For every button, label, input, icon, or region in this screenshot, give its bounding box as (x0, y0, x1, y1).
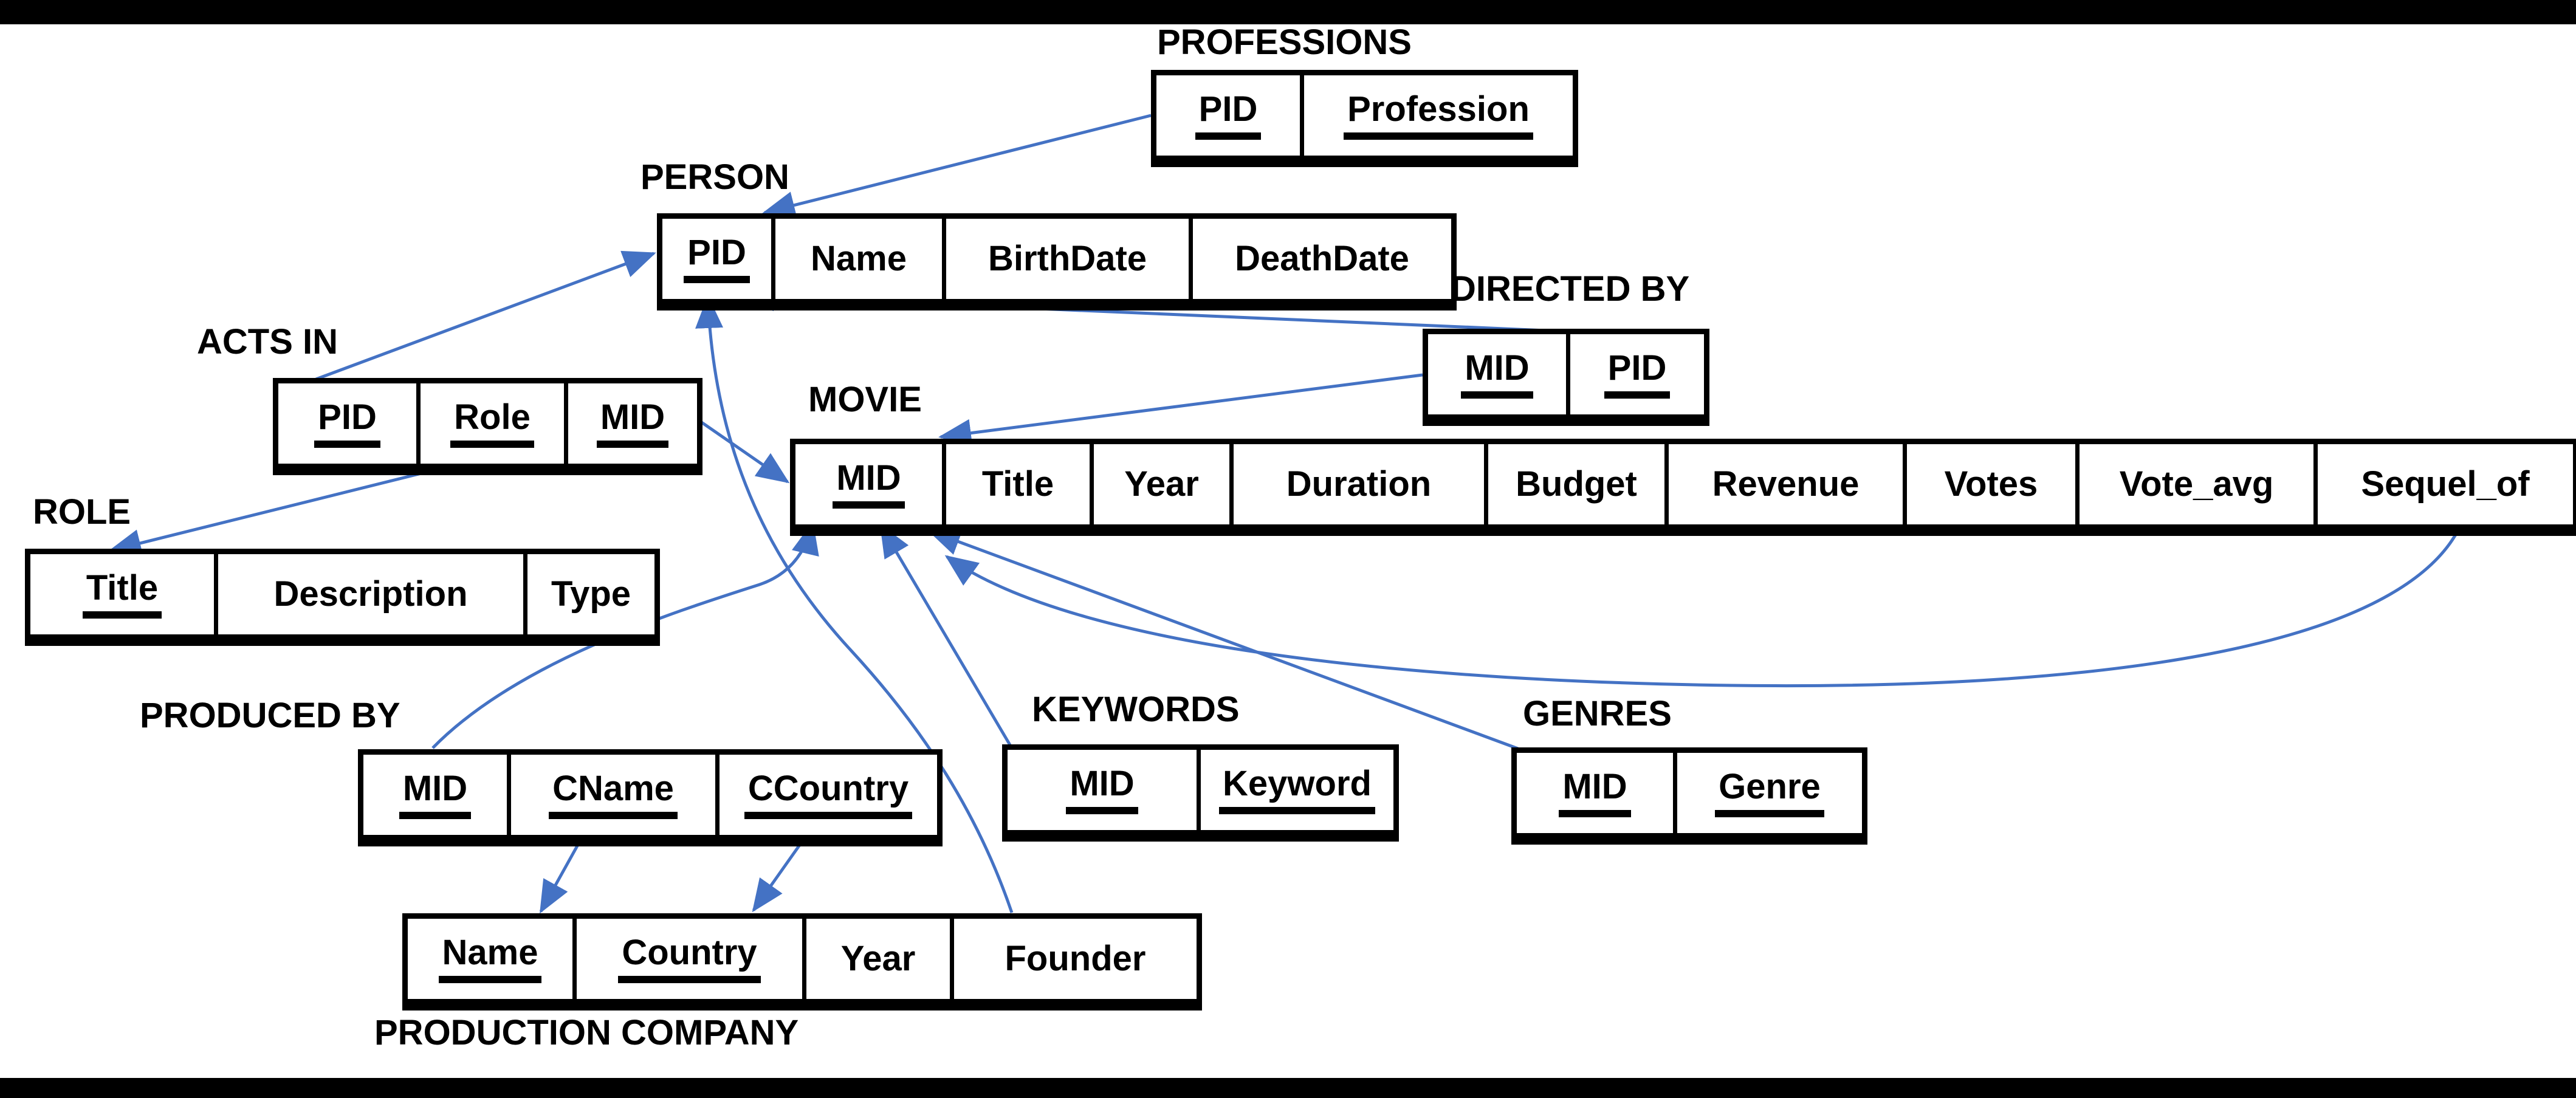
column-production-company-country: Country (572, 919, 802, 999)
column-acts-in-pid: PID (278, 383, 416, 464)
attribute-name-primary-key: PID (684, 235, 750, 283)
attribute-name: Year (840, 939, 916, 978)
column-person-deathdate: DeathDate (1189, 219, 1451, 299)
column-movie-budget: Budget (1484, 444, 1664, 524)
top-letterbox-bar (0, 0, 2576, 24)
column-professions-pid: PID (1156, 75, 1300, 156)
column-produced-by-mid: MID (363, 755, 507, 835)
column-movie-votes: Votes (1903, 444, 2075, 524)
edge-produced-by-mid-to-movie-mid (431, 521, 819, 749)
attribute-name-primary-key: PID (1195, 91, 1262, 140)
column-movie-duration: Duration (1229, 444, 1484, 524)
attribute-name: Year (1124, 464, 1199, 504)
attribute-name: Duration (1286, 464, 1432, 504)
column-genres-mid: MID (1517, 753, 1673, 833)
attribute-name-primary-key: MID (399, 770, 472, 819)
column-person-birthdate: BirthDate (942, 219, 1189, 299)
edge-production-company-founder-to-person-pid (695, 295, 1014, 913)
column-keywords-keyword: Keyword (1197, 750, 1393, 830)
edge-genres-mid-to-movie-mid (927, 528, 1519, 750)
attribute-name: Founder (1005, 939, 1146, 978)
attribute-name-primary-key: MID (1066, 766, 1138, 814)
table-label-production-company: PRODUCTION COMPANY (374, 1013, 799, 1052)
edge-keywords-mid-to-movie-mid (879, 524, 1012, 746)
column-production-company-year: Year (802, 919, 950, 999)
attribute-name-primary-key: Role (450, 399, 534, 448)
column-movie-sequel-of: Sequel_of (2313, 444, 2573, 524)
attribute-name-primary-key: Genre (1715, 769, 1824, 817)
table-movie: MID Title Year Duration Budget Revenue Votes Vo… (790, 439, 2576, 536)
attribute-name-primary-key: MID (596, 399, 669, 448)
edge-acts-in-mid-to-movie-mid (692, 414, 790, 484)
column-production-company-founder: Founder (950, 919, 1197, 999)
column-directed-by-pid: PID (1566, 334, 1704, 414)
edge-acts-in-pid-to-person-pid (315, 250, 656, 381)
attribute-name: Sequel_of (2361, 464, 2530, 504)
table-label-produced-by: PRODUCED BY (140, 696, 400, 735)
column-genres-genre: Genre (1673, 753, 1862, 833)
table-person: PID Name BirthDate DeathDate (657, 213, 1457, 311)
attribute-name: Revenue (1712, 464, 1860, 504)
attribute-name: Name (811, 239, 907, 278)
column-movie-vote-avg: Vote_avg (2075, 444, 2313, 524)
attribute-name-primary-key: Country (618, 935, 761, 983)
attribute-name: Title (981, 464, 1054, 504)
column-movie-mid: MID (795, 444, 942, 524)
column-movie-revenue: Revenue (1664, 444, 1903, 524)
attribute-name: DeathDate (1235, 239, 1409, 278)
attribute-name-primary-key: PID (1604, 350, 1671, 399)
column-movie-title: Title (942, 444, 1090, 524)
column-directed-by-mid: MID (1428, 334, 1566, 414)
table-produced-by: MID CName CCountry (358, 749, 943, 846)
attribute-name-primary-key: Keyword (1219, 766, 1375, 814)
table-label-directed-by: DIRECTED BY (1451, 269, 1690, 309)
table-label-person: PERSON (641, 157, 789, 197)
column-movie-year: Year (1090, 444, 1229, 524)
table-acts-in: PID Role MID (273, 378, 702, 475)
column-production-company-name: Name (408, 919, 572, 999)
table-production-company: Name Country Year Founder (402, 913, 1202, 1011)
table-label-professions: PROFESSIONS (1157, 22, 1412, 62)
attribute-name-primary-key: MID (1461, 350, 1533, 399)
table-label-acts-in: ACTS IN (197, 322, 338, 362)
attribute-name-primary-key: Name (438, 935, 542, 983)
table-label-role: ROLE (33, 492, 131, 532)
table-professions: PID Profession (1151, 70, 1578, 167)
attribute-name-primary-key: CName (549, 770, 678, 819)
column-professions-profession: Profession (1300, 75, 1573, 156)
column-role-type: Type (523, 554, 654, 634)
attribute-name-primary-key: MID (1559, 769, 1631, 817)
table-label-keywords: KEYWORDS (1032, 690, 1240, 729)
attribute-name-primary-key: CCountry (744, 770, 913, 819)
table-label-genres: GENRES (1523, 694, 1672, 733)
column-acts-in-role: Role (416, 383, 564, 464)
edge-professions-pid-to-person-pid (762, 114, 1152, 219)
bottom-letterbox-bar (0, 1078, 2576, 1098)
attribute-name: Vote_avg (2119, 464, 2274, 504)
column-produced-by-ccountry: CCountry (715, 755, 937, 835)
attribute-name-primary-key: Profession (1344, 91, 1533, 140)
table-label-movie: MOVIE (808, 380, 922, 419)
attribute-name-primary-key: MID (833, 460, 905, 509)
column-produced-by-cname: CName (507, 755, 715, 835)
attribute-name: BirthDate (987, 239, 1147, 278)
edge-movie-sequel-of-to-movie-mid (944, 520, 2465, 688)
table-genres: MID Genre (1511, 747, 1867, 845)
column-acts-in-mid: MID (564, 383, 697, 464)
attribute-name: Description (273, 574, 468, 614)
attribute-name: Type (551, 574, 631, 614)
table-role: Title Description Type (25, 549, 660, 646)
column-role-title: Title (30, 554, 214, 634)
attribute-name-primary-key: Title (82, 570, 162, 619)
column-person-name: Name (771, 219, 942, 299)
column-person-pid: PID (662, 219, 771, 299)
attribute-name-primary-key: PID (314, 399, 380, 448)
attribute-name: Votes (1944, 464, 2038, 504)
edge-directed-by-mid-to-movie-mid (938, 373, 1423, 447)
column-role-description: Description (214, 554, 523, 634)
table-keywords: MID Keyword (1002, 744, 1399, 842)
column-keywords-mid: MID (1008, 750, 1197, 830)
table-directed-by: MID PID (1423, 329, 1709, 426)
attribute-name: Budget (1516, 464, 1637, 504)
